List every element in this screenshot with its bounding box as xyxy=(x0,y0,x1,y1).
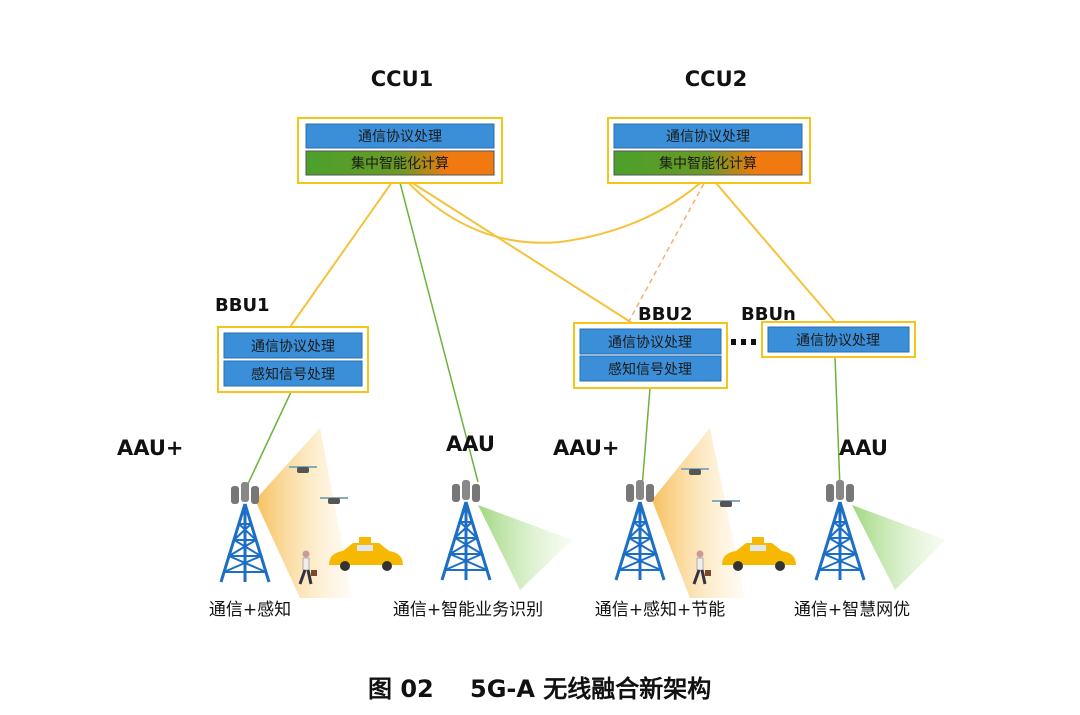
ellipsis-dots xyxy=(731,339,756,345)
bbu1-node: BBU1 通信协议处理 感知信号处理 xyxy=(215,295,369,393)
aau4-caption: 通信+智慧网优 xyxy=(794,600,910,620)
tower-icon xyxy=(440,478,492,582)
link-ccu1-bbu2 xyxy=(399,174,633,324)
link-ccu1-ccu2 xyxy=(401,175,709,244)
bbu1-label: BBU1 xyxy=(215,295,270,316)
link-bbu1-aau1 xyxy=(245,391,292,489)
ccu2-row-compute: 集中智能化计算 xyxy=(659,155,757,172)
link-ccu2-bbu2-dashed xyxy=(627,175,709,324)
ccu2-row-protocol: 通信协议处理 xyxy=(666,129,750,145)
link-bbun-aau4 xyxy=(834,356,841,489)
bbun-node: BBUn 通信协议处理 xyxy=(741,304,916,358)
aau3-label: AAU+ xyxy=(553,436,620,460)
aau1-label: AAU+ xyxy=(117,436,184,460)
ccu1-row-compute: 集中智能化计算 xyxy=(351,155,449,172)
sensing-beam-3 xyxy=(652,428,745,598)
bbu2-row-protocol: 通信协议处理 xyxy=(608,335,692,351)
ccu2-label: CCU2 xyxy=(685,67,748,91)
communication-beam-4 xyxy=(852,505,946,590)
bbun-label: BBUn xyxy=(741,304,796,325)
bbu1-row-sensing: 感知信号处理 xyxy=(251,366,335,383)
aau1-caption: 通信+感知 xyxy=(209,600,291,620)
aau2-caption: 通信+智能业务识别 xyxy=(393,600,543,620)
bbu2-row-sensing: 感知信号处理 xyxy=(608,361,692,378)
bbu2-label: BBU2 xyxy=(638,304,693,325)
coverage-beams xyxy=(255,428,946,598)
bbu1-row-protocol: 通信协议处理 xyxy=(251,339,335,355)
links xyxy=(245,174,841,489)
link-ccu1-bbu1 xyxy=(289,174,398,328)
ccu1-row-protocol: 通信协议处理 xyxy=(358,129,442,145)
aau4-label: AAU xyxy=(839,436,888,460)
link-ccu2-bbun xyxy=(709,175,836,323)
aau3-caption: 通信+感知+节能 xyxy=(595,600,726,620)
link-ccu1-aau2 xyxy=(397,174,479,483)
sensing-beam-1 xyxy=(255,428,352,598)
aau2-label: AAU xyxy=(446,432,495,456)
figure-number: 图 02 xyxy=(368,675,434,703)
ccu1-node: CCU1 通信协议处理 集中智能化计算 xyxy=(297,67,503,184)
tower-icon xyxy=(814,478,866,582)
link-bbu2-aau3 xyxy=(641,387,651,489)
ccu1-label: CCU1 xyxy=(371,67,434,91)
bbu2-node: BBU2 通信协议处理 感知信号处理 xyxy=(573,304,728,389)
communication-beam-2 xyxy=(478,505,572,590)
figure-title: 5G-A 无线融合新架构 xyxy=(470,675,711,703)
bbun-row-protocol: 通信协议处理 xyxy=(796,333,880,349)
ccu2-node: CCU2 通信协议处理 集中智能化计算 xyxy=(607,67,811,184)
